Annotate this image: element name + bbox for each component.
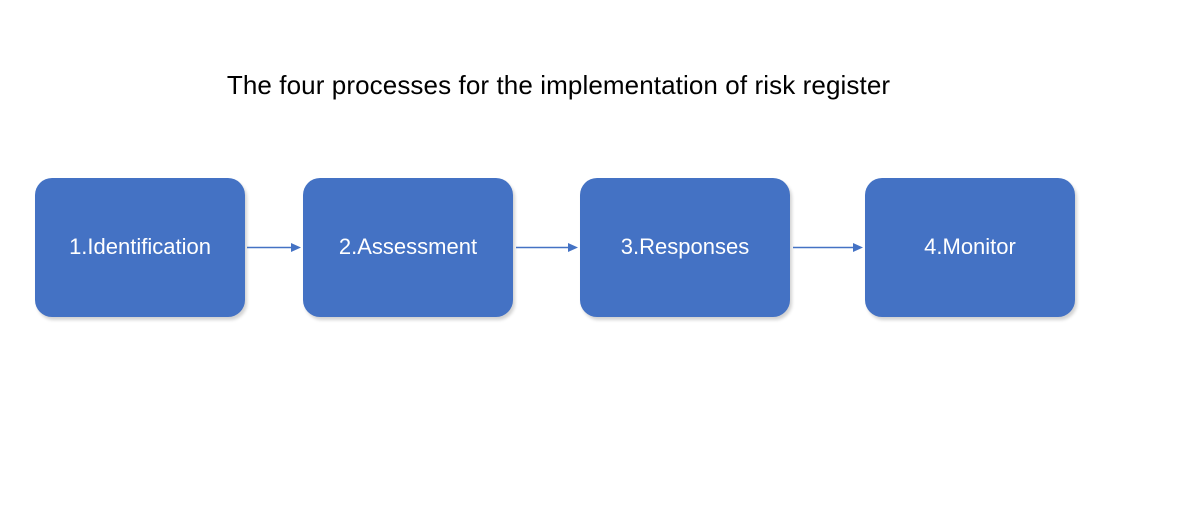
process-node-label: 4.Monitor: [924, 234, 1016, 260]
process-node-assessment[interactable]: 2.Assessment: [303, 178, 513, 317]
process-flow-row: 1.Identification 2.Assessment 3.Response…: [35, 178, 1076, 317]
flow-arrow-icon: [516, 243, 578, 252]
process-node-monitor[interactable]: 4.Monitor: [865, 178, 1075, 317]
flow-arrow-icon: [247, 243, 301, 252]
process-node-responses[interactable]: 3.Responses: [580, 178, 790, 317]
process-node-identification[interactable]: 1.Identification: [35, 178, 245, 317]
diagram-title: The four processes for the implementatio…: [226, 70, 891, 100]
process-node-label: 2.Assessment: [338, 234, 478, 260]
flow-arrow-icon: [793, 243, 863, 252]
process-node-label: 3.Responses: [620, 234, 750, 260]
process-node-label: 1.Identification: [69, 234, 211, 260]
